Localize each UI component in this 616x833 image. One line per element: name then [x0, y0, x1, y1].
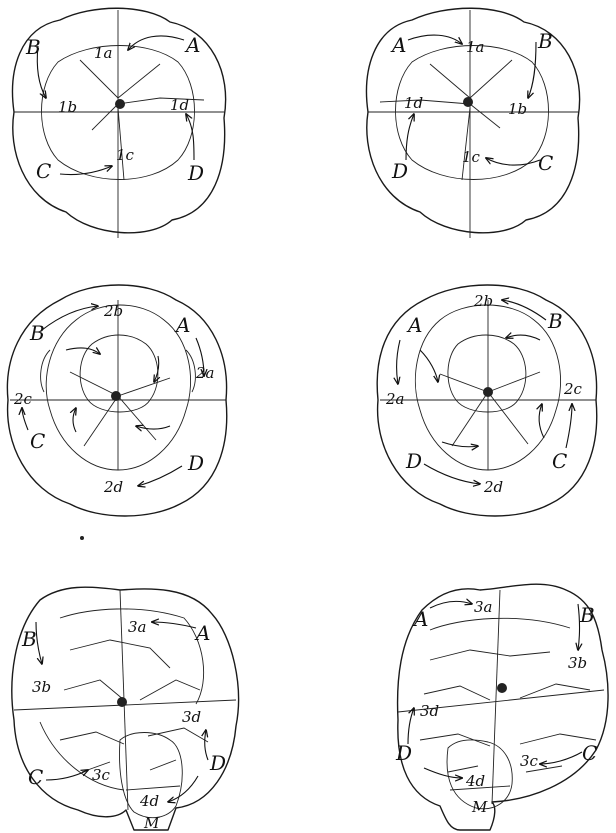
arrow-B: [578, 604, 580, 650]
label-2a: 2a: [385, 390, 405, 408]
label-B: B: [579, 603, 595, 627]
label-1a: 1a: [94, 44, 113, 62]
label-A: A: [390, 33, 406, 57]
arrow-D-lower: [424, 768, 462, 778]
label-M: M: [143, 814, 160, 832]
label-B: B: [21, 627, 37, 651]
label-C: C: [36, 159, 51, 183]
label-1c: 1c: [462, 148, 481, 166]
arrow-A: [128, 36, 184, 50]
figure-4-second-quartet: 2b 2a 2d 2c A B C D: [377, 285, 597, 516]
label-D: D: [395, 741, 412, 765]
arrow-C: [60, 166, 112, 175]
arrow-A: [430, 601, 472, 608]
label-4d: 4d: [465, 772, 485, 790]
arrow-D-lower: [168, 776, 198, 802]
label-1c: 1c: [116, 146, 135, 164]
arrow-inner-4: [442, 442, 478, 447]
label-2d: 2d: [483, 478, 503, 496]
label-2d: 2d: [103, 478, 123, 496]
label-3d: 3d: [182, 708, 201, 726]
arrow-inner-1: [420, 350, 438, 382]
arrow-B: [36, 622, 42, 664]
label-C: C: [552, 449, 567, 473]
arrow-D: [424, 464, 480, 484]
label-2b: 2b: [473, 292, 493, 310]
label-A: A: [174, 313, 190, 337]
label-1d: 1d: [170, 96, 189, 114]
arrow-B: [502, 300, 546, 320]
arrow-inner-3: [73, 408, 76, 432]
label-4d: 4d: [139, 792, 159, 810]
polar-bodies: [111, 391, 121, 401]
polar-bodies: [497, 683, 507, 693]
label-C: C: [582, 741, 597, 765]
arrow-inner-1: [66, 348, 100, 354]
label-B: B: [547, 309, 563, 333]
label-2c: 2c: [563, 380, 583, 398]
arrow-C: [486, 158, 540, 165]
label-D: D: [187, 161, 204, 185]
figure-6-third-quartet: 3a 3b 3c 3d 4d A B C D M: [395, 584, 608, 830]
label-3b: 3b: [32, 678, 51, 696]
label-C: C: [30, 429, 45, 453]
figure-1-four-quartets: 1a 1b 1c 1d A B C D: [13, 8, 226, 238]
arrow-B: [528, 42, 536, 98]
label-D: D: [391, 159, 408, 183]
arrow-D: [408, 708, 414, 744]
label-D: D: [209, 751, 226, 775]
label-3a: 3a: [128, 618, 147, 636]
label-A: A: [184, 33, 200, 57]
label-B: B: [29, 321, 45, 345]
arrow-C: [22, 408, 28, 430]
label-C: C: [538, 151, 553, 175]
label-2b: 2b: [103, 302, 123, 320]
label-3d: 3d: [420, 702, 439, 720]
arrow-inner-3: [539, 404, 544, 438]
label-C: C: [28, 765, 43, 789]
arrow-A: [397, 340, 400, 384]
label-3c: 3c: [520, 752, 539, 770]
arrow-C: [46, 770, 88, 780]
polar-bodies: [117, 697, 127, 707]
figure-2-four-quartets: 1a 1d 1c 1b A B C D: [367, 8, 580, 238]
label-A: A: [406, 313, 422, 337]
arrow-inner-4: [136, 426, 170, 429]
label-1b: 1b: [508, 100, 527, 118]
label-A: A: [412, 607, 428, 631]
arrow-D: [138, 466, 182, 486]
arrow-D: [205, 730, 208, 760]
label-D: D: [405, 449, 422, 473]
arrow-C: [540, 752, 582, 764]
arrow-C: [566, 404, 572, 448]
polar-bodies: [483, 387, 493, 397]
label-1d: 1d: [404, 94, 423, 112]
label-M: M: [471, 798, 488, 816]
arrow-A: [408, 35, 462, 44]
arrow-B: [42, 306, 98, 330]
label-B: B: [537, 29, 553, 53]
label-3a: 3a: [474, 598, 493, 616]
label-A: A: [194, 621, 210, 645]
label-3b: 3b: [568, 654, 587, 672]
stray-dot: [80, 536, 84, 540]
polar-bodies: [115, 99, 125, 109]
figure-5-third-quartet: 3a 3b 3c 3d 4d A B C D M: [12, 587, 239, 832]
arrow-inner-2: [506, 335, 540, 340]
label-D: D: [187, 451, 204, 475]
label-2c: 2c: [13, 390, 33, 408]
figure-3-second-quartet: 2b 2c 2d 2a A B C D: [7, 285, 226, 516]
label-3c: 3c: [92, 766, 111, 784]
arrow-D: [186, 114, 194, 160]
polar-bodies: [463, 97, 473, 107]
label-1a: 1a: [466, 38, 485, 56]
label-2a: 2a: [195, 364, 215, 382]
label-1b: 1b: [58, 98, 77, 116]
